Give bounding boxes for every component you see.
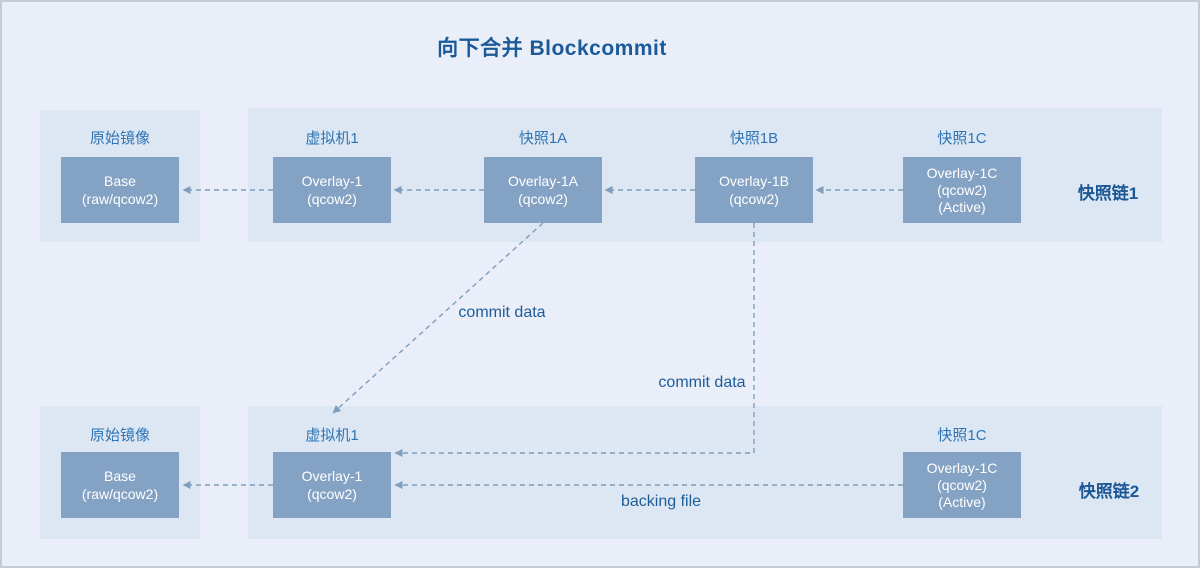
backing-file-label: backing file [620, 493, 702, 510]
base-box-chain1: Base (raw/qcow2) [61, 157, 179, 223]
overlay-1c-box-chain2: Overlay-1C (qcow2) (Active) [903, 452, 1021, 518]
chain1-label: 快照链1 [1077, 184, 1139, 203]
chain2-label: 快照链2 [1078, 482, 1140, 501]
node-label-vm1-bottom: 虚拟机1 [305, 427, 359, 444]
overlay-1a-box: Overlay-1A (qcow2) [484, 157, 602, 223]
node-label-source-bottom: 原始镜像 [89, 427, 150, 444]
overlay-1-box-chain2: Overlay-1 (qcow2) [273, 452, 391, 518]
commit-data-label-1: commit data [458, 304, 546, 321]
base-box-chain2: Base (raw/qcow2) [61, 452, 179, 518]
node-label-vm1-top: 虚拟机1 [305, 130, 359, 147]
node-label-snap1c-top: 快照1C [937, 130, 987, 147]
node-label-snap1c-bottom: 快照1C [937, 427, 987, 444]
overlay-1c-box-chain1: Overlay-1C (qcow2) (Active) [903, 157, 1021, 223]
commit-data-label-2: commit data [658, 374, 746, 391]
node-label-source-top: 原始镜像 [89, 130, 150, 147]
overlay-1-box-chain1: Overlay-1 (qcow2) [273, 157, 391, 223]
diagram-title: 向下合并 Blockcommit [437, 37, 667, 60]
node-label-snap1b: 快照1B [729, 130, 779, 147]
overlay-1b-box: Overlay-1B (qcow2) [695, 157, 813, 223]
node-label-snap1a: 快照1A [518, 130, 568, 147]
